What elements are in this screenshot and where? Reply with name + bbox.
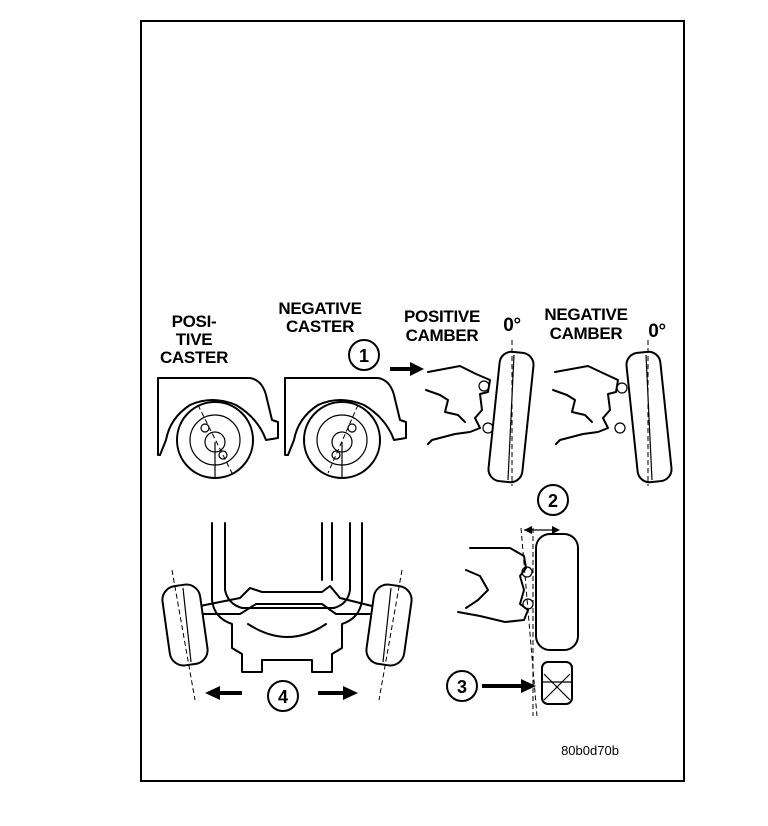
figure-code: 80b0d70b	[561, 743, 619, 758]
positive-caster-label-1: POSI-	[172, 312, 217, 331]
callout-3: 3	[446, 670, 478, 702]
svg-text:3: 3	[457, 677, 467, 697]
negative-caster-label-2: CASTER	[286, 317, 354, 336]
zero-degree-label-negative: 0°	[648, 321, 666, 342]
negative-caster-wheel-drawing	[284, 377, 407, 479]
toe-axle-drawing	[161, 522, 413, 701]
positive-caster-wheel-drawing	[157, 377, 279, 479]
callout-2: 2	[537, 484, 569, 516]
figure-frame	[140, 20, 685, 782]
positive-camber-wheel-drawing	[425, 340, 535, 486]
zero-degree-label-positive: 0°	[503, 315, 521, 336]
positive-caster-label-2: TIVE	[176, 330, 213, 349]
knuckle-tire-drawing	[457, 526, 579, 717]
negative-caster-label-1: NEGATIVE	[278, 299, 361, 318]
arrow-left-icon	[205, 686, 242, 700]
negative-camber-wheel-drawing	[552, 340, 673, 486]
arrow-to-camber-icon	[390, 362, 424, 376]
negative-camber-label-2: CAMBER	[550, 324, 623, 343]
svg-text:1: 1	[359, 346, 369, 366]
callout-4: 4	[267, 680, 299, 712]
svg-text:2: 2	[548, 491, 558, 511]
arrow-right-icon	[318, 686, 358, 700]
svg-text:4: 4	[278, 687, 288, 707]
arrow-to-tire-bottom-icon	[482, 679, 536, 693]
positive-camber-label-1: POSITIVE	[404, 307, 480, 326]
negative-camber-label-1: NEGATIVE	[544, 305, 627, 324]
positive-camber-label-2: CAMBER	[406, 326, 479, 345]
positive-caster-label-3: CASTER	[160, 348, 228, 367]
callout-1: 1	[348, 339, 380, 371]
